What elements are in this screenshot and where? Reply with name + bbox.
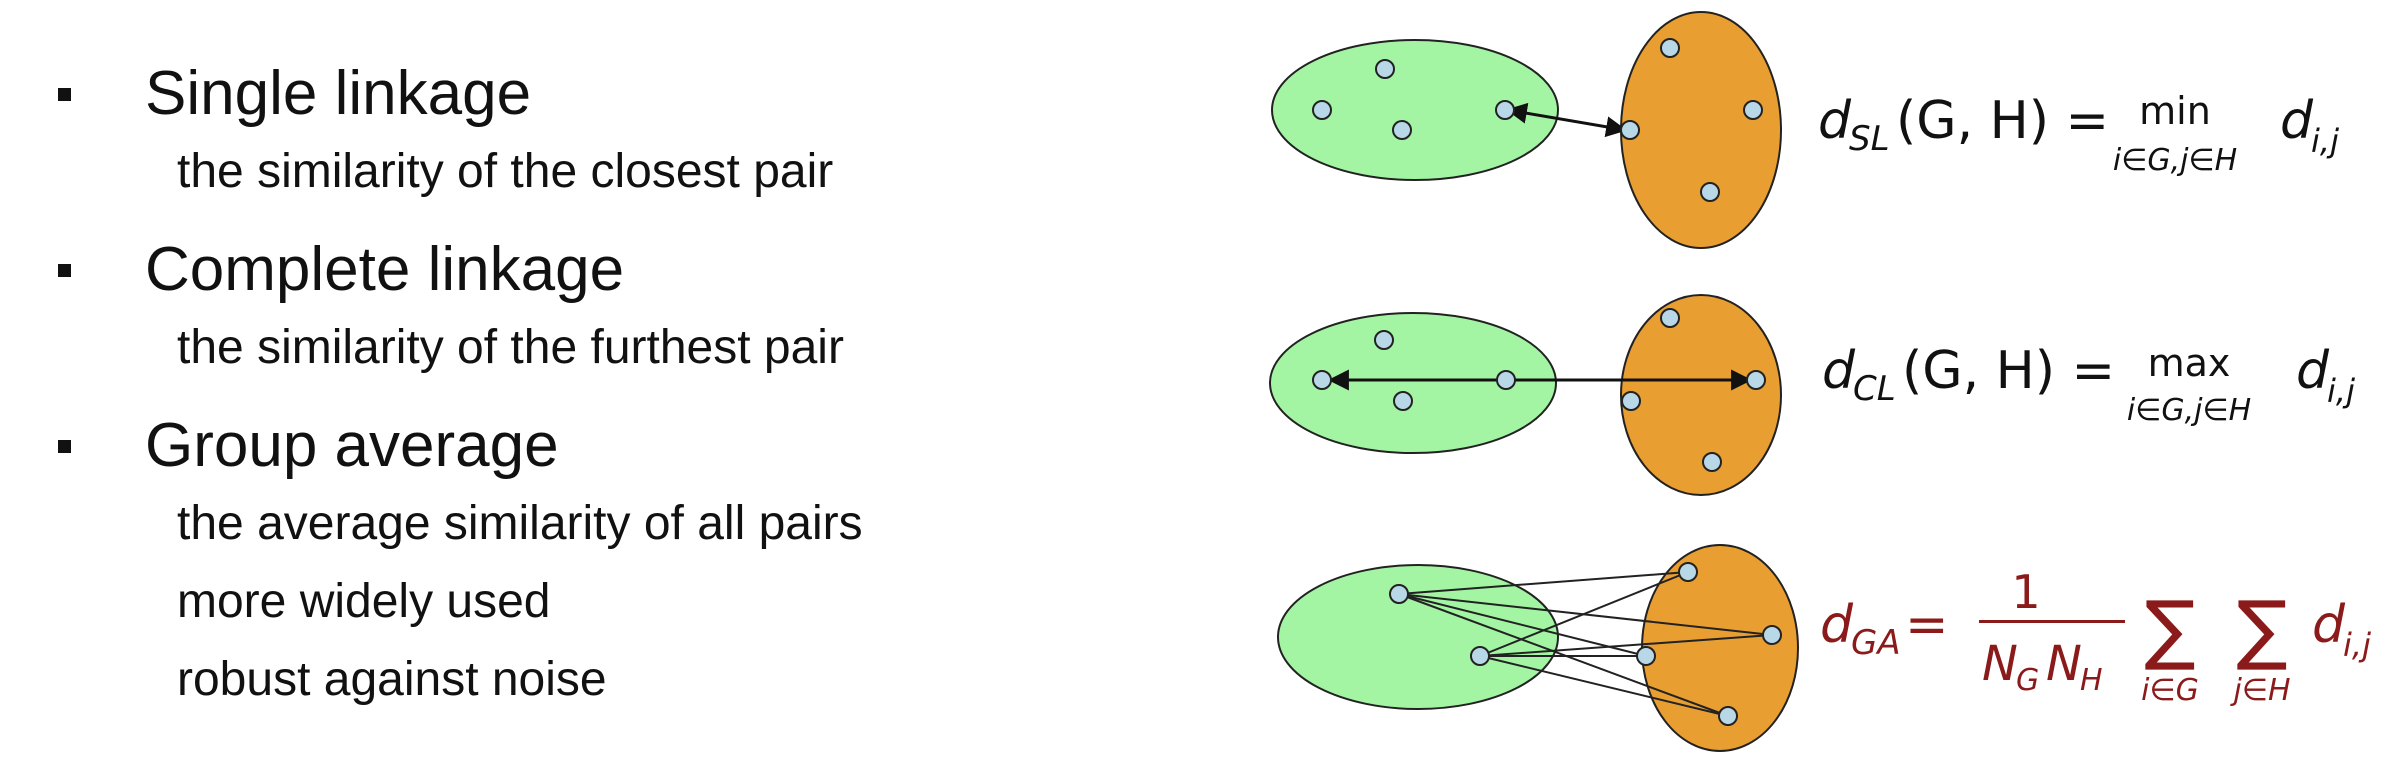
- formula-equals: =: [1905, 595, 1949, 655]
- formula-symbol: d: [1822, 341, 1856, 401]
- all-pairs-lines: [1398, 571, 1773, 717]
- formula-symbol: d: [1818, 91, 1852, 151]
- formula-term-subscript: i,j: [2327, 372, 2355, 410]
- bullet-list: Single linkage the similarity of the clo…: [50, 55, 1200, 739]
- formula-subscript: GA: [1851, 623, 1901, 663]
- formula-group-average: d GA = 1 N G N H ∑ ∑ i∈G j∈H d i,j: [1820, 565, 2371, 708]
- formula-operator-range: i∈G,j∈H: [2127, 393, 2251, 428]
- formula-subscript: CL: [1853, 369, 1896, 409]
- bullet-description: more widely used: [177, 575, 551, 628]
- data-point: [1470, 646, 1490, 666]
- cluster-h: [1620, 11, 1782, 249]
- formula-numerator: 1: [2011, 565, 2040, 619]
- data-point: [1718, 706, 1738, 726]
- summation-sign: ∑: [2236, 584, 2287, 673]
- formula-operator: max: [2148, 341, 2231, 385]
- data-point: [1762, 625, 1782, 645]
- cluster-h: [1620, 294, 1782, 496]
- data-point: [1393, 391, 1413, 411]
- data-point: [1746, 370, 1766, 390]
- bullet-marker: [58, 88, 71, 101]
- bullet-single-linkage: Single linkage the similarity of the clo…: [50, 55, 1200, 211]
- data-point: [1702, 452, 1722, 472]
- fraction-bar: [1979, 620, 2125, 623]
- data-point: [1375, 59, 1395, 79]
- bullet-marker: [58, 264, 71, 277]
- summation-sign: ∑: [2144, 584, 2195, 673]
- formula-arguments: (G, H) =: [1902, 341, 2115, 401]
- formula-subscript: SL: [1849, 119, 1890, 159]
- formula-term: d: [2312, 595, 2346, 655]
- bullet-description: the similarity of the furthest pair: [177, 321, 844, 374]
- data-point: [1700, 182, 1720, 202]
- data-point: [1621, 391, 1641, 411]
- bullet-title: Group average: [145, 411, 559, 480]
- formula-term-subscript: i,j: [2343, 626, 2371, 664]
- bullet-description: the average similarity of all pairs: [177, 497, 863, 550]
- data-point: [1678, 562, 1698, 582]
- data-point: [1312, 370, 1332, 390]
- data-point: [1495, 100, 1515, 120]
- formula-complete-linkage: d CL (G, H) = max i∈G,j∈H d i,j: [1822, 341, 2355, 428]
- bullet-description: the similarity of the closest pair: [177, 145, 834, 198]
- bullet-group-average: Group average the average similarity of …: [50, 407, 1200, 719]
- formula-denominator-subscript: H: [2080, 663, 2103, 698]
- data-point: [1620, 120, 1640, 140]
- summation-range: j∈H: [2229, 673, 2290, 708]
- data-point: [1743, 100, 1763, 120]
- bullet-marker: [58, 440, 71, 453]
- data-point: [1660, 38, 1680, 58]
- formula-term: d: [2296, 341, 2330, 401]
- formula-arguments: (G, H) =: [1896, 91, 2109, 151]
- formula-term-subscript: i,j: [2311, 122, 2339, 160]
- formula-symbol: d: [1820, 595, 1854, 655]
- data-point: [1636, 646, 1656, 666]
- data-point: [1374, 330, 1394, 350]
- formula-denominator-subscript: G: [2016, 663, 2039, 698]
- bullet-description: robust against noise: [177, 653, 607, 706]
- closest-pair-arrow: [1505, 102, 1628, 138]
- data-point: [1392, 120, 1412, 140]
- data-point: [1496, 370, 1516, 390]
- cluster-g: [1277, 564, 1559, 710]
- formula-operator: min: [2139, 89, 2211, 133]
- formula-denominator: N: [2046, 636, 2082, 692]
- bullet-title: Complete linkage: [145, 235, 625, 304]
- summation-range: i∈G: [2141, 673, 2199, 708]
- formula-term: d: [2280, 91, 2314, 151]
- formula-operator-range: i∈G,j∈H: [2113, 143, 2237, 178]
- bullet-complete-linkage: Complete linkage the similarity of the f…: [50, 231, 1200, 387]
- data-point: [1312, 100, 1332, 120]
- bullet-title: Single linkage: [145, 59, 532, 128]
- formula-denominator: N: [1982, 636, 2018, 692]
- complete-linkage-diagram: [1269, 294, 1782, 496]
- data-point: [1389, 584, 1409, 604]
- data-point: [1660, 308, 1680, 328]
- formula-single-linkage: d SL (G, H) = min i∈G,j∈H d i,j: [1818, 89, 2339, 178]
- single-linkage-diagram: [1271, 11, 1782, 249]
- group-average-diagram: [1277, 544, 1799, 752]
